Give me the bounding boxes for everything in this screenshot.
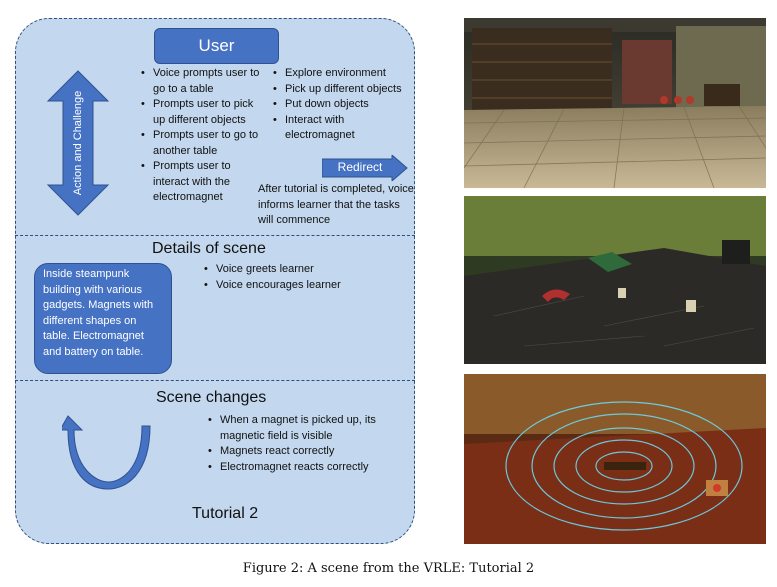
- list-item: Interact with electromagnet: [271, 113, 403, 144]
- action-challenge-arrow-icon: [46, 70, 110, 216]
- list-item: Prompts user to interact with the electr…: [139, 159, 263, 206]
- list-item: Magnets react correctly: [206, 444, 406, 460]
- scene-photo-room: [464, 18, 766, 188]
- list-item: Voice greets learner: [202, 262, 392, 278]
- u-turn-arrow-icon: [62, 415, 151, 490]
- list-item: Voice encourages learner: [202, 278, 392, 294]
- after-tutorial-note: After tutorial is completed, voice infor…: [258, 183, 414, 226]
- list-item: When a magnet is picked up, its magnetic…: [206, 413, 406, 444]
- figure-caption: Figure 2: A scene from the VRLE: Tutoria…: [242, 561, 535, 576]
- list-item: Pick up different objects: [271, 82, 403, 98]
- user-prompts-list: Voice prompts user to go to a table Prom…: [139, 66, 263, 206]
- user-actions-list: Explore environment Pick up different ob…: [271, 66, 403, 144]
- scene-photo-table: [464, 196, 766, 364]
- voice-list: Voice greets learner Voice encourages le…: [202, 262, 392, 293]
- scene-changes-title: Scene changes: [156, 389, 267, 406]
- section-divider: [15, 380, 415, 381]
- list-item: Put down objects: [271, 97, 403, 113]
- redirect-arrow-icon: [322, 155, 408, 181]
- action-challenge-label: Action and Challenge: [72, 90, 84, 196]
- scene-changes-list: When a magnet is picked up, its magnetic…: [206, 413, 406, 475]
- section-divider: [15, 235, 415, 236]
- scene-photo-electromagnet: [464, 374, 766, 544]
- details-title: Details of scene: [152, 240, 266, 257]
- list-item: Prompts user to pick up different object…: [139, 97, 263, 128]
- redirect-label: Redirect: [337, 160, 383, 174]
- scene-description: Inside steampunk building with various g…: [43, 268, 154, 358]
- list-item: Prompts user to go to another table: [139, 128, 263, 159]
- scene-description-box: Inside steampunk building with various g…: [34, 263, 172, 374]
- electromagnet-image: [464, 374, 766, 544]
- list-item: Electromagnet reacts correctly: [206, 460, 406, 476]
- user-box: User: [154, 28, 279, 64]
- table-image: [464, 196, 766, 364]
- tutorial-label: Tutorial 2: [192, 505, 259, 522]
- list-item: Voice prompts user to go to a table: [139, 66, 263, 97]
- list-item: Explore environment: [271, 66, 403, 82]
- room-image: [464, 18, 766, 188]
- user-label: User: [198, 36, 235, 55]
